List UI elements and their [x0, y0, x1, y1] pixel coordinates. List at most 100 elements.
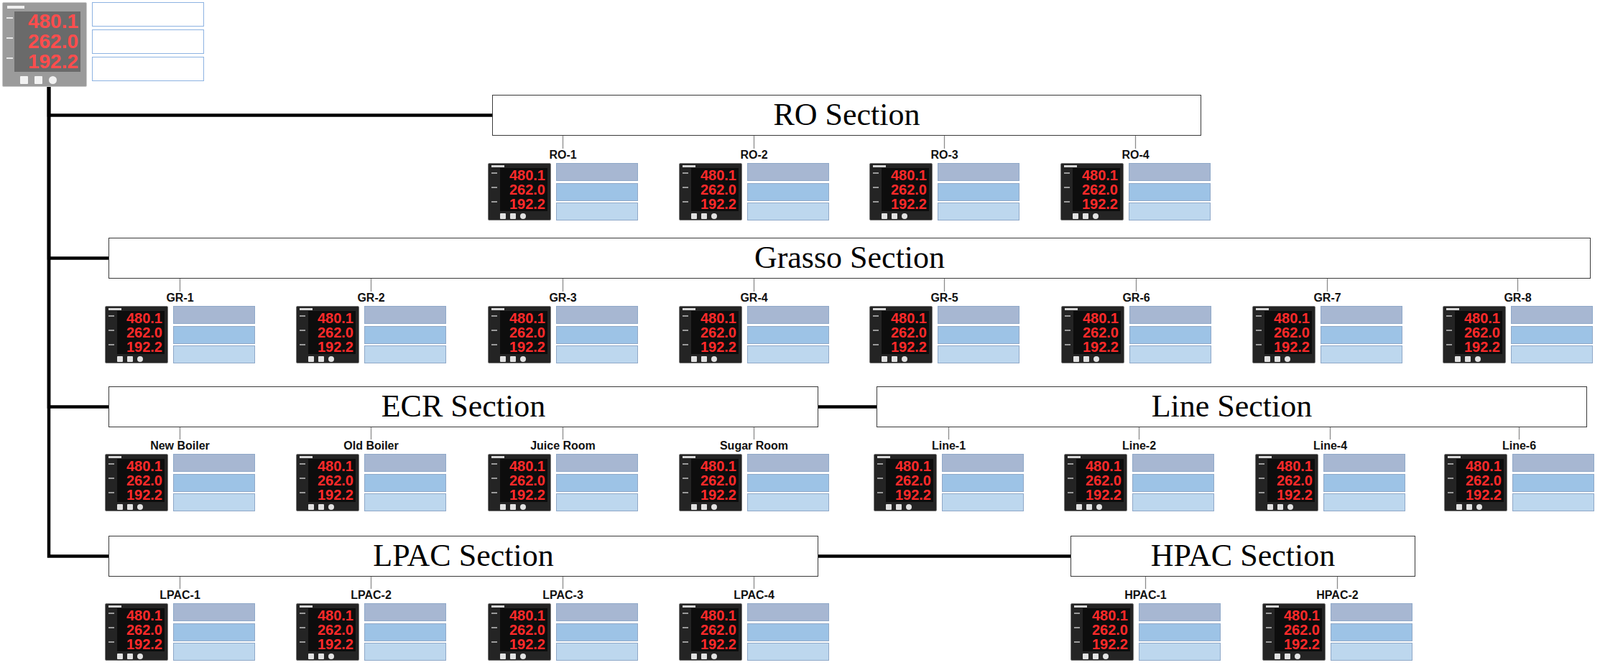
- power-meter-face: 480.1262.0192.2: [1061, 306, 1125, 364]
- section-box: HPAC Section: [1070, 535, 1416, 577]
- meter-button: [1476, 504, 1483, 511]
- meter-reading: 262.0: [308, 622, 356, 638]
- indicator-mark: [299, 463, 306, 465]
- meter-button: [318, 653, 325, 660]
- indicator-mark: [491, 612, 498, 615]
- feeder-meter: New Boiler480.1262.0192.2: [104, 439, 256, 512]
- value-panel: [1330, 603, 1413, 661]
- meter-button: [137, 653, 143, 660]
- meter-button: [711, 504, 718, 511]
- power-meter-face: 480.1262.0192.2: [1442, 306, 1506, 364]
- indicator-mark: [491, 172, 498, 174]
- indicator-mark: [299, 492, 306, 494]
- section-box: RO Section: [492, 94, 1202, 136]
- value-field: [941, 454, 1024, 473]
- value-field: [1320, 326, 1403, 345]
- power-meter-face: 480.1262.0192.2: [1064, 454, 1128, 512]
- indicator-mark: [491, 201, 498, 203]
- meter-reading: 192.2: [500, 487, 548, 503]
- meter-display: 480.1262.0192.2: [14, 11, 81, 72]
- indicator-mark: [299, 477, 306, 480]
- brand-logo: [1446, 308, 1460, 311]
- meter-reading: 192.2: [691, 637, 739, 652]
- value-field: [1138, 643, 1221, 661]
- feeder-tap-line: [1337, 576, 1338, 590]
- value-field: [556, 454, 638, 473]
- meter-reading: 192.2: [1456, 487, 1504, 503]
- brand-logo: [872, 308, 886, 311]
- feeder-tap-line: [753, 135, 755, 149]
- value-field: [747, 474, 830, 493]
- meter-button: [1072, 213, 1079, 220]
- brand-logo: [682, 456, 696, 459]
- indicator-mark: [299, 344, 306, 346]
- feeder-tap-line: [370, 427, 372, 440]
- value-field: [1510, 345, 1593, 364]
- brand-logo: [491, 165, 505, 168]
- value-field: [364, 623, 447, 642]
- brand-logo: [299, 605, 313, 608]
- meter-buttons: [881, 213, 908, 220]
- value-panel: [556, 306, 638, 364]
- meter-reading: 262.0: [691, 473, 739, 488]
- indicator-mark: [1064, 344, 1071, 346]
- value-field: [364, 474, 447, 493]
- indicator-mark: [108, 315, 115, 317]
- value-field: [1128, 202, 1211, 221]
- feeder-tap-line: [179, 576, 181, 590]
- meter-buttons: [1264, 356, 1291, 363]
- meter-button: [1284, 356, 1291, 363]
- meter-button: [127, 504, 133, 511]
- feeder-meter: LPAC-2480.1262.0192.2: [296, 589, 447, 661]
- feeder-meter: RO-1480.1262.0192.2: [487, 148, 638, 221]
- value-field: [747, 202, 830, 221]
- section-box: ECR Section: [108, 386, 819, 428]
- feeder-tap-line: [1518, 427, 1520, 440]
- meter-button: [701, 356, 707, 363]
- meter-button: [500, 213, 506, 220]
- meter-button: [520, 504, 526, 511]
- meter-reading: 192.2: [1073, 339, 1121, 355]
- meter-reading: 480.1: [1076, 459, 1124, 474]
- meter-reading: 262.0: [117, 473, 165, 488]
- meter-reading: 480.1: [691, 168, 739, 183]
- indicator-mark: [872, 329, 879, 332]
- indicator-mark: [877, 463, 883, 465]
- indicator-mark: [1258, 463, 1265, 465]
- meter-reading: 192.2: [117, 339, 165, 355]
- meter-unit: 480.1262.0192.2: [678, 603, 830, 661]
- value-field: [173, 345, 256, 364]
- meter-reading: 480.1: [308, 608, 356, 623]
- meter-label: LPAC-4: [678, 589, 830, 603]
- indicator-mark: [682, 344, 689, 346]
- meter-buttons: [20, 76, 57, 85]
- value-field: [1510, 306, 1593, 325]
- value-panel: [1512, 454, 1595, 512]
- indicator-mark: [682, 315, 689, 317]
- feeder-meter: GR-4480.1262.0192.2: [678, 291, 830, 364]
- indicator-mark: [682, 477, 689, 480]
- meter-button: [701, 213, 707, 220]
- indicator-mark: [299, 627, 306, 629]
- value-field: [1320, 306, 1403, 325]
- value-field: [556, 474, 638, 493]
- meter-reading: 192.2: [1274, 637, 1322, 652]
- meter-reading: 480.1: [881, 311, 929, 326]
- meter-buttons: [500, 213, 526, 220]
- value-field: [364, 345, 447, 364]
- value-panel: [556, 454, 638, 512]
- brand-logo: [7, 5, 25, 9]
- value-panel: [91, 2, 205, 82]
- indicator-mark: [1067, 492, 1074, 494]
- meter-reading: 480.1: [117, 311, 165, 326]
- feeder-meter: Juice Room480.1262.0192.2: [487, 439, 638, 512]
- meter-label: HPAC-2: [1262, 589, 1413, 603]
- brand-logo: [682, 308, 696, 311]
- meter-label: RO-1: [487, 148, 638, 162]
- meter-unit: 480.1262.0192.2: [1070, 603, 1221, 661]
- brand-logo: [491, 456, 505, 459]
- meter-reading: 480.1: [500, 459, 548, 474]
- meter-reading: 480.1: [885, 459, 934, 474]
- meter-reading: 192.2: [117, 637, 165, 652]
- value-field: [173, 623, 256, 642]
